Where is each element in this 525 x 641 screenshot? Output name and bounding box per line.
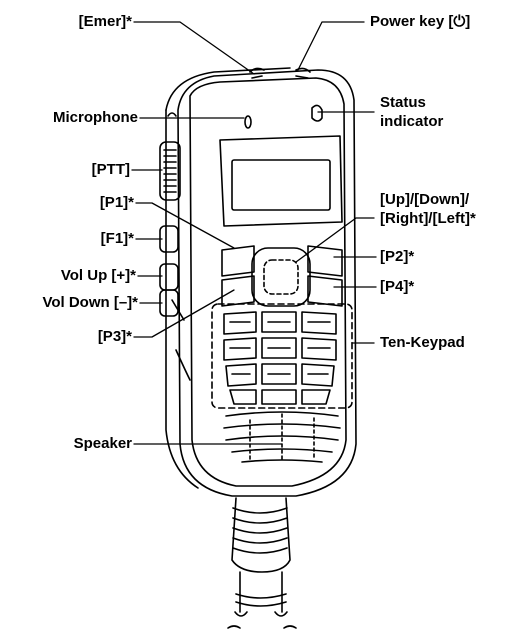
label-microphone: Microphone <box>53 109 138 126</box>
ptt-key <box>159 141 181 201</box>
vol-down-key <box>159 289 179 317</box>
label-speaker: Speaker <box>73 435 132 452</box>
label-ten-keypad: Ten-Keypad <box>380 334 465 351</box>
label-status-indicator-line2: indicator <box>380 113 444 130</box>
label-nav-keys-line1: [Up]/[Down]/ <box>380 191 470 208</box>
leader-nav-keys <box>295 217 375 263</box>
p4-key <box>307 275 343 307</box>
label-vol-down: Vol Down [–]* <box>42 294 138 311</box>
leader-p1 <box>135 202 235 249</box>
ten-keypad <box>211 303 353 409</box>
p2-key <box>307 245 343 277</box>
label-ptt: [PTT] <box>91 161 130 178</box>
leader-p3 <box>133 289 235 338</box>
leader-emer <box>133 21 255 75</box>
label-power-key: Power key [⏻] <box>370 13 471 30</box>
leader-lines <box>131 21 377 445</box>
label-p3: [P3]* <box>97 328 132 345</box>
label-emer: [Emer]* <box>78 13 132 30</box>
label-status-indicator-line1: Status <box>380 94 426 111</box>
microphone-hole <box>244 115 252 129</box>
label-vol-up: Vol Up [+]* <box>60 267 136 284</box>
side-keys <box>159 141 181 317</box>
cord <box>227 497 297 629</box>
direction-pad <box>251 247 311 307</box>
vol-up-key <box>159 263 179 291</box>
label-p4: [P4]* <box>380 278 415 295</box>
status-indicator-led <box>311 104 323 122</box>
label-p2: [P2]* <box>380 248 415 265</box>
leader-power-key <box>297 21 365 71</box>
label-nav-keys-line2: [Right]/[Left]* <box>380 210 476 227</box>
display <box>219 135 343 227</box>
speaker-grille <box>223 411 341 463</box>
label-f1: [F1]* <box>100 230 134 247</box>
label-p1: [P1]* <box>99 194 134 211</box>
f1-key <box>159 225 179 253</box>
p1-key <box>221 245 255 277</box>
top-keys <box>249 67 311 79</box>
body-shell <box>165 67 357 497</box>
